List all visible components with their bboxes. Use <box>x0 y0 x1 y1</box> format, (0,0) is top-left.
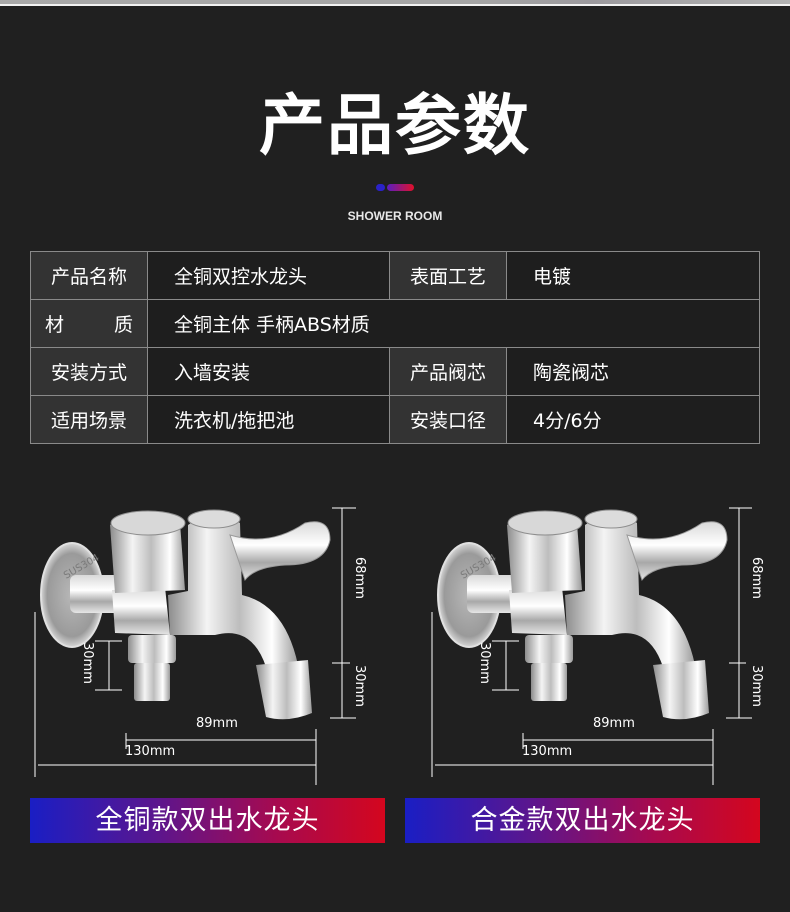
dim-height-lower: 30mm <box>749 665 764 707</box>
spec-value: 入墙安装 <box>147 347 390 396</box>
dim-total-length: 130mm <box>522 744 573 759</box>
faucet-illustration: SUS304 <box>34 507 356 785</box>
product-diagram-alloy: SUS304 68mm 30mm 30mm 89mm 130mm <box>420 495 780 785</box>
dim-total-length: 130mm <box>125 744 176 759</box>
spec-label: 安装方式 <box>30 347 148 396</box>
spec-table: 产品名称 全铜双控水龙头 表面工艺 电镀 材 质 全铜主体 手柄ABS材质 安装… <box>30 251 760 444</box>
spec-value: 电镀 <box>506 251 760 300</box>
dim-height-upper: 68mm <box>749 557 764 599</box>
top-divider <box>0 4 790 6</box>
dim-spout-length: 89mm <box>196 716 238 731</box>
dim-spout-length: 89mm <box>593 716 635 731</box>
page-title: 产品参数 <box>259 87 531 164</box>
spec-label: 适用场景 <box>30 395 148 444</box>
product-diagram-copper: SUS304 68mm 30mm 30mm 89mm 130mm <box>30 495 390 785</box>
dim-height-upper: 68mm <box>352 557 367 599</box>
spec-value: 全铜主体 手柄ABS材质 <box>147 299 760 348</box>
dim-nozzle-height: 30mm <box>80 642 95 684</box>
accent-bar <box>387 184 414 191</box>
spec-value: 4分/6分 <box>506 395 760 444</box>
spec-label: 产品阀芯 <box>389 347 507 396</box>
spec-value: 陶瓷阀芯 <box>506 347 760 396</box>
spec-label: 安装口径 <box>389 395 507 444</box>
product-caption-alloy: 合金款双出水龙头 <box>405 798 760 843</box>
table-row: 材 质 全铜主体 手柄ABS材质 <box>30 299 760 348</box>
product-caption-copper: 全铜款双出水龙头 <box>30 798 385 843</box>
spec-label-char: 质 <box>113 314 133 336</box>
table-row: 产品名称 全铜双控水龙头 表面工艺 电镀 <box>30 251 760 300</box>
spec-label-char: 材 <box>45 314 65 336</box>
spec-label: 产品名称 <box>30 251 148 300</box>
spec-value: 洗衣机/拖把池 <box>147 395 390 444</box>
spec-label: 材 质 <box>30 299 148 348</box>
spec-value: 全铜双控水龙头 <box>147 251 390 300</box>
table-row: 安装方式 入墙安装 产品阀芯 陶瓷阀芯 <box>30 347 760 396</box>
top-image-strip <box>0 0 790 4</box>
faucet-illustration: SUS304 <box>431 507 752 785</box>
page-subtitle: SHOWER ROOM <box>347 209 443 223</box>
accent-dot <box>376 184 385 191</box>
spec-label: 表面工艺 <box>389 251 507 300</box>
dim-nozzle-height: 30mm <box>477 642 492 684</box>
dim-height-lower: 30mm <box>352 665 367 707</box>
table-row: 适用场景 洗衣机/拖把池 安装口径 4分/6分 <box>30 395 760 444</box>
